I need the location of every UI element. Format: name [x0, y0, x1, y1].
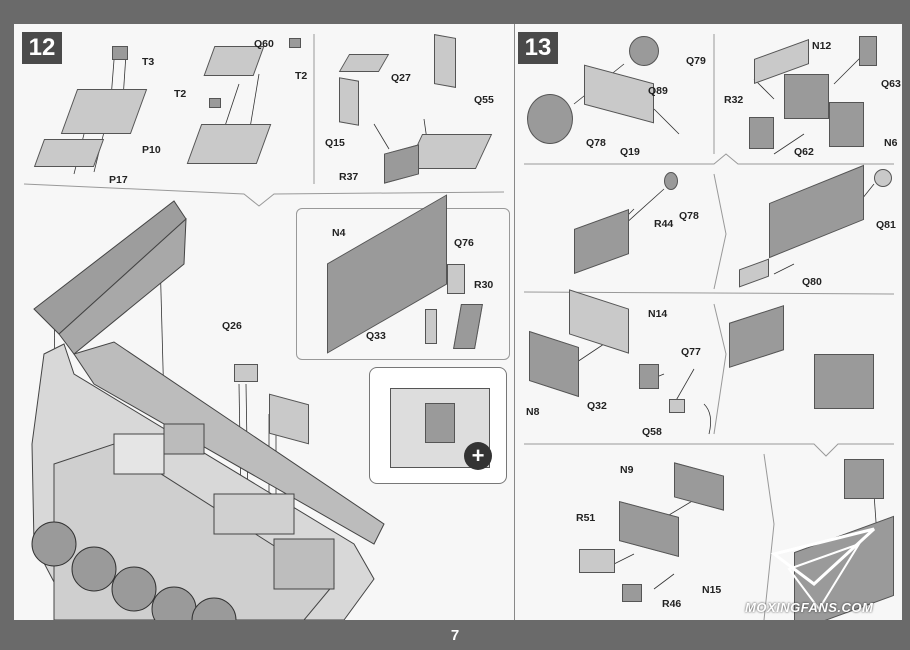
part-engine-block: [814, 354, 874, 409]
label-p10: P10: [142, 144, 161, 156]
label-q78-mid: Q78: [679, 210, 699, 222]
label-q32: Q32: [587, 400, 607, 412]
label-q33: Q33: [366, 330, 386, 342]
inset-seat: [425, 403, 455, 443]
part-t3: [112, 46, 128, 60]
detail-callout: [296, 194, 510, 360]
label-q80: Q80: [802, 276, 822, 288]
watermark-text: MOXINGFANS.COM: [745, 600, 874, 615]
label-q79: Q79: [686, 55, 706, 67]
label-q76: Q76: [454, 237, 474, 249]
label-q77: Q77: [681, 346, 701, 358]
label-q63: Q63: [881, 78, 901, 90]
label-q89: Q89: [648, 85, 668, 97]
label-q15: Q15: [325, 137, 345, 149]
part-q78-wheel: [527, 94, 573, 144]
part-q15: [339, 77, 359, 126]
label-n9: N9: [620, 464, 634, 476]
part-q76: [447, 264, 465, 294]
label-p17: P17: [109, 174, 128, 186]
label-t2-left: T2: [174, 88, 187, 100]
part-q63: [859, 36, 877, 66]
part-q62: [749, 117, 774, 149]
part-q33: [425, 309, 437, 344]
label-n4: N4: [332, 227, 346, 239]
assembly-lines: [23, 34, 895, 620]
step-13-badge: 13: [518, 32, 558, 64]
label-r37: R37: [339, 171, 359, 183]
label-q60: Q60: [254, 38, 274, 50]
part-q32: [639, 364, 659, 389]
step-divider: [514, 24, 515, 620]
label-r30: R30: [474, 279, 494, 291]
label-t2-right: T2: [295, 70, 308, 82]
step-12-badge: 12: [22, 32, 62, 64]
label-r51: R51: [576, 512, 596, 524]
label-n8: N8: [526, 406, 540, 418]
label-q27: Q27: [391, 72, 411, 84]
part-small-block: [844, 459, 884, 499]
label-q78-top: Q78: [586, 137, 606, 149]
part-r46: [622, 584, 642, 602]
label-n14: N14: [648, 308, 668, 320]
instruction-sheet: 12 13 +: [14, 24, 902, 620]
part-r51: [579, 549, 615, 573]
part-t2-right: [289, 38, 301, 48]
part-q58: [669, 399, 685, 413]
label-r46: R46: [662, 598, 682, 610]
label-n15: N15: [702, 584, 722, 596]
page-number: 7: [450, 626, 460, 644]
label-q19: Q19: [620, 146, 640, 158]
label-n6: N6: [884, 137, 898, 149]
label-t3: T3: [142, 56, 155, 68]
part-r30: [453, 304, 483, 349]
part-t2-left: [209, 98, 221, 108]
part-p17: [33, 139, 105, 167]
part-q81: [874, 169, 892, 187]
part-frame: [186, 124, 272, 164]
label-n12: N12: [812, 40, 832, 52]
part-q55-back: [434, 34, 456, 88]
zoom-in-icon[interactable]: +: [464, 442, 492, 470]
part-n12: [784, 74, 829, 119]
label-q81: Q81: [876, 219, 896, 231]
label-q62: Q62: [794, 146, 814, 158]
label-r44: R44: [654, 218, 674, 230]
label-q26: Q26: [222, 320, 242, 332]
part-q79: [629, 36, 659, 66]
label-q55: Q55: [474, 94, 494, 106]
label-q58: Q58: [642, 426, 662, 438]
part-n6: [829, 102, 864, 147]
part-q26: [234, 364, 258, 382]
part-q78-small: [664, 172, 678, 190]
label-r32: R32: [724, 94, 744, 106]
